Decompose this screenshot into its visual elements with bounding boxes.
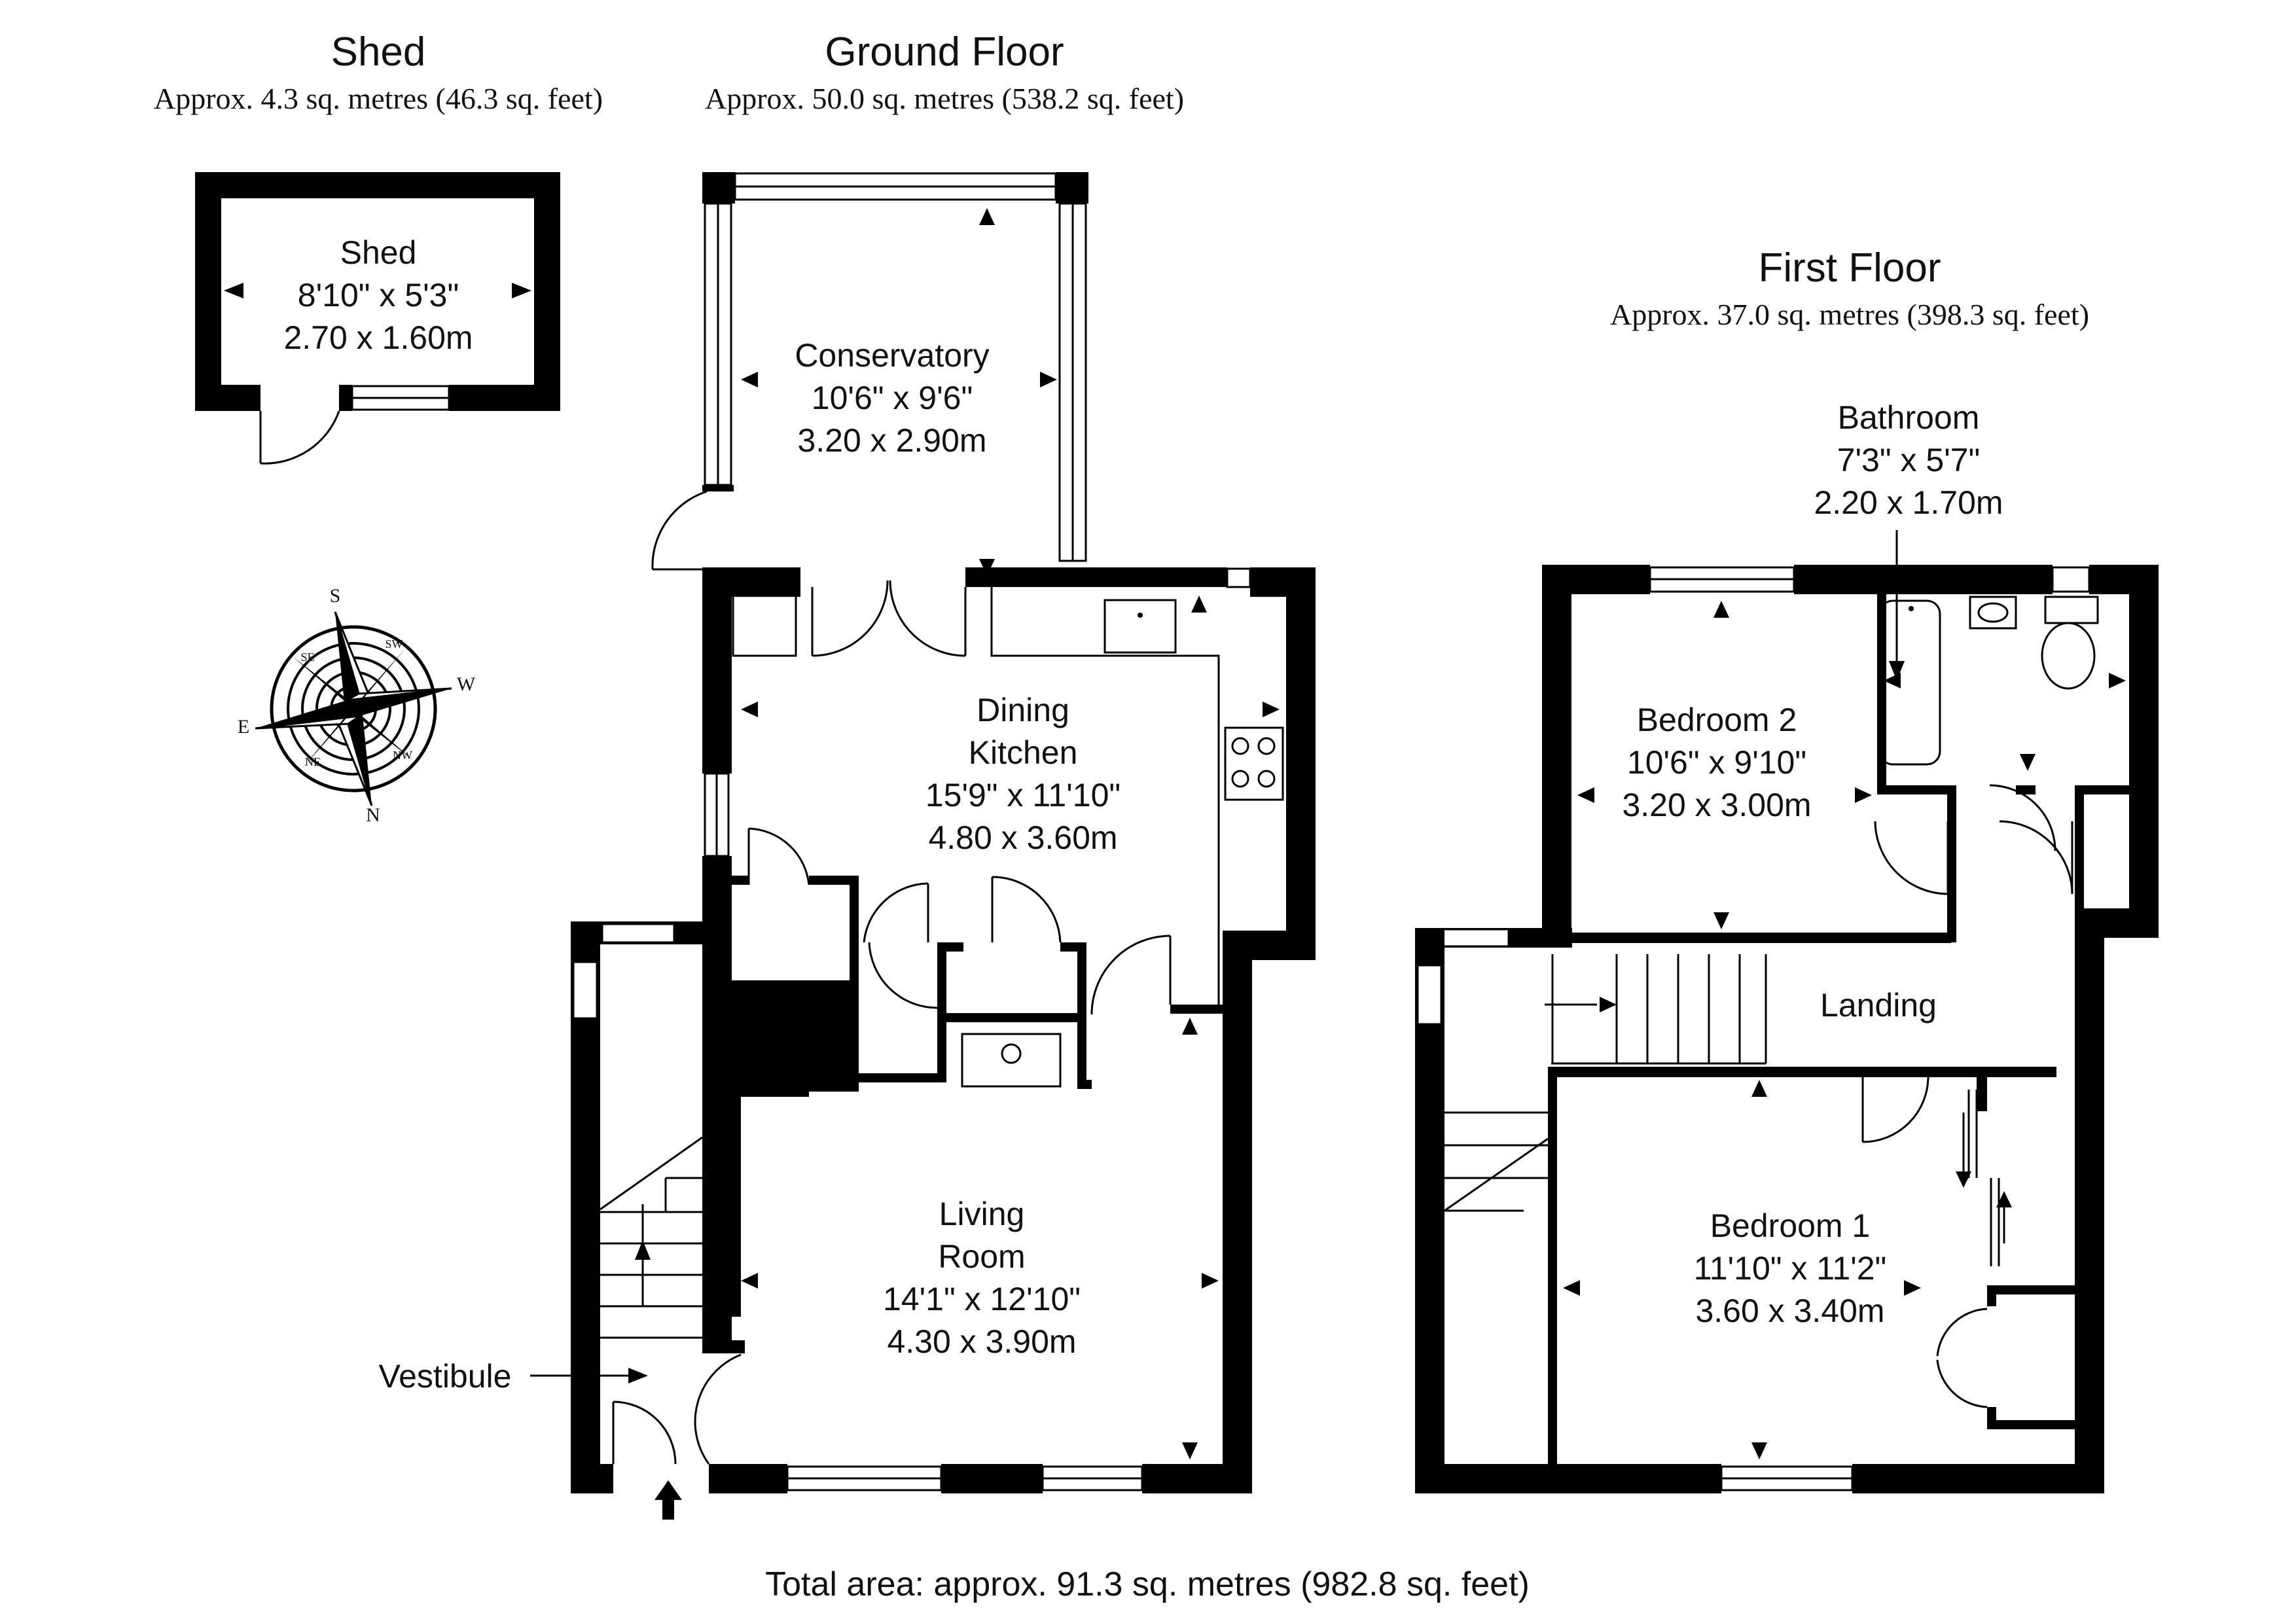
living-room-imperial: 14'1" x 12'10" [883, 1281, 1081, 1317]
compass-label-n: N [366, 804, 380, 826]
compass-label-sw: SW [386, 637, 403, 651]
ground-floor-heading: Ground Floor [825, 29, 1064, 75]
bedroom2-metric: 3.20 x 3.00m [1622, 787, 1811, 823]
living-room-name-1: Living [939, 1196, 1025, 1232]
shed-room-name: Shed [340, 234, 417, 271]
bedroom2-name: Bedroom 2 [1637, 702, 1797, 738]
bedroom2-imperial: 10'6" x 9'10" [1627, 744, 1806, 781]
dining-kitchen-name-1: Dining [977, 692, 1069, 728]
compass-label-se: SE [300, 651, 314, 664]
dining-kitchen-imperial: 15'9" x 11'10" [925, 777, 1121, 813]
compass-label-s: S [330, 585, 341, 607]
compass-label-e: E [238, 716, 249, 738]
first-floor-area: Approx. 37.0 sq. metres (398.3 sq. feet) [1610, 298, 2089, 331]
bathroom-name: Bathroom [1838, 399, 1980, 436]
dining-kitchen-name-2: Kitchen [969, 734, 1078, 771]
shed-area: Approx. 4.3 sq. metres (46.3 sq. feet) [154, 82, 603, 115]
bedroom1-imperial: 11'10" x 11'2" [1694, 1250, 1887, 1287]
bedroom1-metric: 3.60 x 3.40m [1695, 1293, 1884, 1329]
conservatory-metric: 3.20 x 2.90m [797, 422, 986, 459]
ground-floor-plan [530, 172, 1316, 1520]
bathroom-metric: 2.20 x 1.70m [1814, 484, 2003, 521]
first-floor-heading: First Floor [1759, 245, 1941, 291]
shed-room-imperial: 8'10" x 5'3" [298, 277, 459, 313]
compass-label-nw: NW [393, 749, 412, 762]
compass-label-ne: NE [305, 755, 321, 768]
shed-room-metric: 2.70 x 1.60m [283, 319, 473, 356]
total-area: Total area: approx. 91.3 sq. metres (982… [765, 1565, 1530, 1603]
bedroom1-name: Bedroom 1 [1710, 1207, 1871, 1244]
compass-label-w: W [457, 673, 476, 695]
living-room-metric: 4.30 x 3.90m [887, 1323, 1076, 1360]
vestibule-label: Vestibule [379, 1358, 512, 1395]
bathroom-imperial: 7'3" x 5'7" [1837, 442, 1981, 478]
first-floor-plan [1415, 530, 2159, 1493]
conservatory-name: Conservatory [795, 337, 989, 374]
dining-kitchen-metric: 4.80 x 3.60m [928, 819, 1117, 856]
shed-plan [195, 172, 560, 465]
ground-floor-area: Approx. 50.0 sq. metres (538.2 sq. feet) [705, 82, 1184, 115]
living-room-name-2: Room [938, 1238, 1025, 1275]
shed-heading: Shed [331, 29, 426, 75]
conservatory-imperial: 10'6" x 9'6" [812, 380, 973, 416]
landing-label: Landing [1820, 987, 1937, 1024]
compass-rose-icon [255, 611, 452, 806]
